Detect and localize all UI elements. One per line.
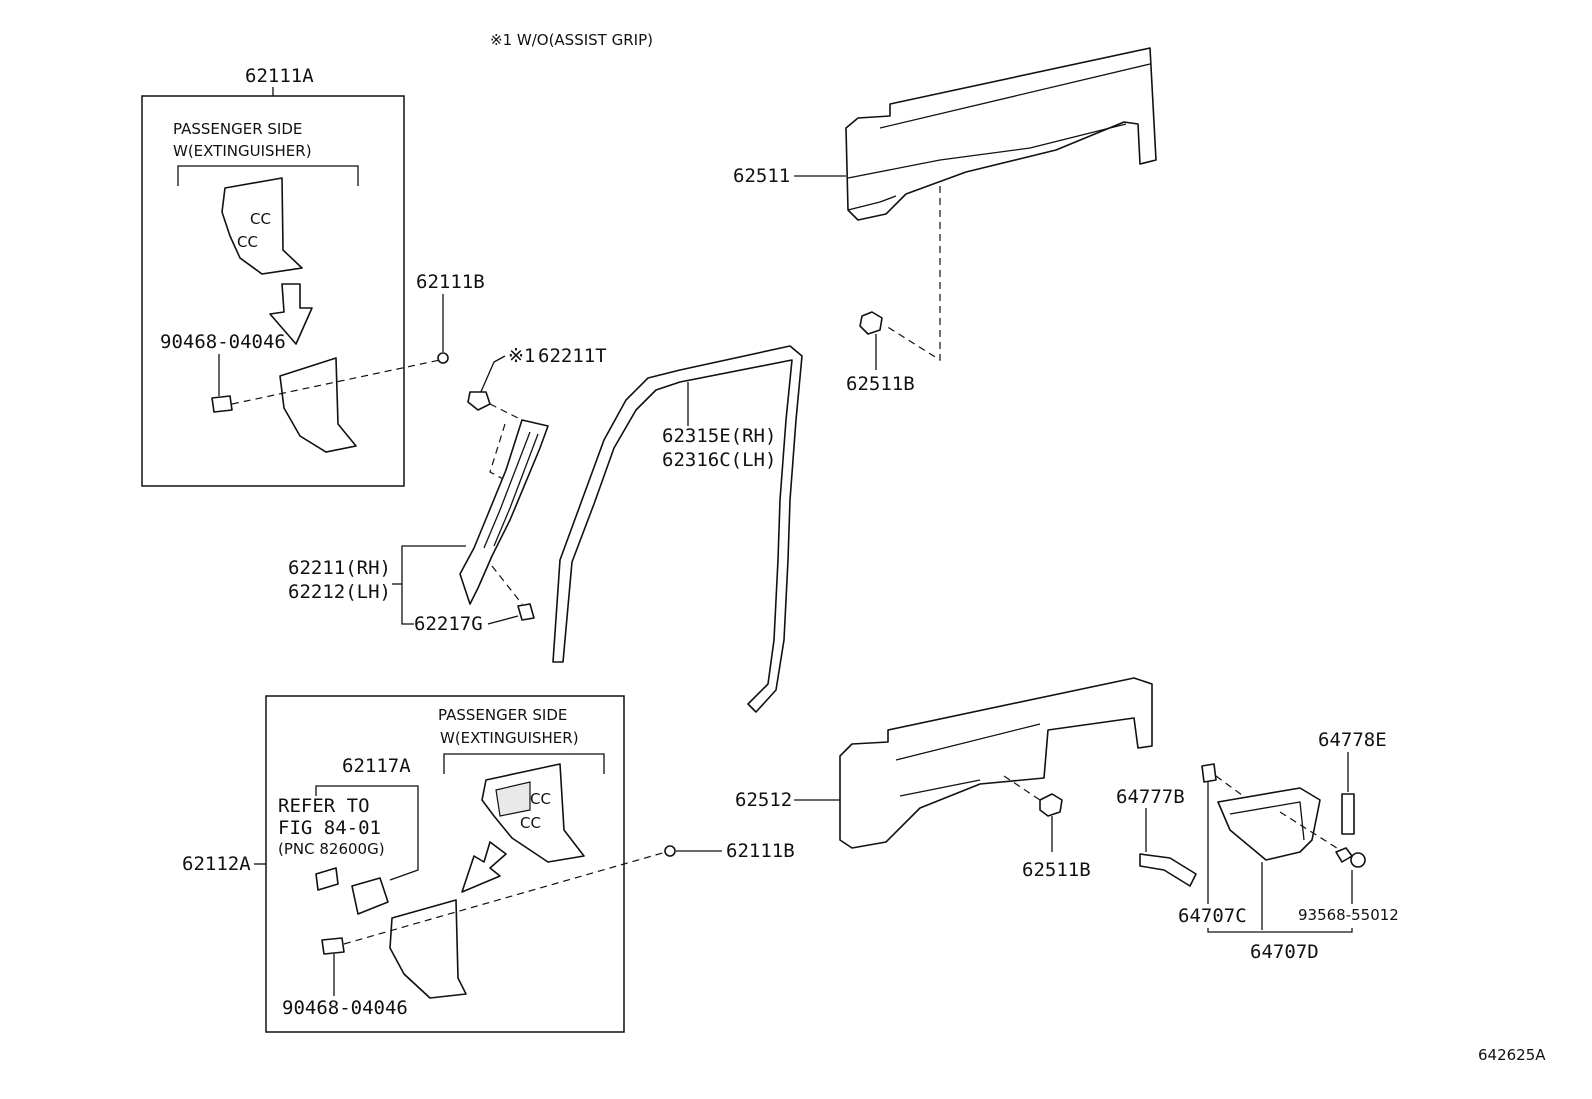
pillar-detail [483,431,531,549]
clip-62511B-bot-icon[interactable] [1039,793,1063,817]
clip-icon[interactable] [211,395,233,413]
bracket-64707D [1207,928,1353,933]
clip-62511B-top-icon[interactable] [859,311,883,335]
panel-62512-line [899,779,981,797]
label-62211T[interactable]: 62211T [538,345,607,367]
kick-panel-edge [403,973,431,999]
arrow-down-left-icon [461,841,507,893]
panel-62511-line [847,123,1127,179]
clip-62211T-icon[interactable] [467,391,491,411]
label-64707D[interactable]: 64707D [1250,941,1319,963]
bracket-passenger-top [177,165,359,186]
label-90468-bot[interactable]: 90468-04046 [282,997,408,1019]
dash-62111B-bot [343,851,667,945]
kick-panel-standard-bot[interactable] [389,899,467,999]
pillar-62211[interactable] [459,419,549,605]
dash-62217G [491,565,523,605]
leader-62211T [479,355,506,395]
label-64777B[interactable]: 64777B [1116,786,1185,808]
strip-64777B[interactable] [1139,853,1197,887]
box-62111A [141,95,405,487]
label-62315E[interactable]: 62315E(RH) [662,425,776,447]
cc-mark: CC [530,790,551,808]
kick-panel-edge [239,257,303,275]
weatherstrip-62315E[interactable] [552,345,803,713]
clip-62217G-icon[interactable] [517,603,535,621]
cc-mark: CC [237,233,258,251]
quarter-panel-62512[interactable] [839,677,1153,849]
clip-62111B-icon[interactable] [437,352,449,364]
pillar-detail [493,433,539,547]
kick-panel-standard-top[interactable] [279,357,357,453]
label-64778E[interactable]: 64778E [1318,729,1387,751]
label-62217G[interactable]: 62217G [414,613,483,635]
step-64707D[interactable] [1217,787,1321,861]
cover-62117A[interactable] [351,877,389,915]
label-62112A[interactable]: 62112A [182,853,251,875]
bracket-62211 [401,545,466,625]
cover-82600G[interactable] [315,867,339,891]
label-62117A[interactable]: 62117A [342,755,411,777]
label-62511B-bot[interactable]: 62511B [1022,859,1091,881]
kick-panel-edge [299,435,357,453]
cc-mark: CC [250,210,271,228]
extinguisher-cutout [495,781,531,817]
label-62212[interactable]: 62212(LH) [288,581,391,603]
dash-62511B-bot [1003,775,1041,801]
dash-62211T [489,403,523,481]
label-refer-to: REFER TO [278,795,370,817]
dash-64707C [1215,775,1247,799]
panel-62512-line [895,723,1041,761]
label-90468-top[interactable]: 90468-04046 [160,331,286,353]
label-64707C[interactable]: 64707C [1178,905,1247,927]
arrow-down-icon [269,283,313,345]
label-62511[interactable]: 62511 [733,165,790,187]
leader-62217G [487,615,519,625]
panel-62511-line [879,63,1151,129]
label-62511B-top[interactable]: 62511B [846,373,915,395]
bracket-62117A [315,785,419,881]
pad-64778E[interactable] [1341,793,1355,835]
clip-64707C-icon[interactable] [1201,763,1217,783]
screw-93568-icon[interactable] [1335,847,1353,863]
washer-93568-icon [1350,852,1366,868]
label-62512[interactable]: 62512 [735,789,792,811]
label-93568[interactable]: 93568-55012 [1298,906,1399,924]
label-extinguisher-bot: W(EXTINGUISHER) [440,729,579,747]
clip-90468-bot-icon[interactable] [321,937,345,955]
bracket-passenger-bot [443,753,605,774]
dash-62511B-top [885,186,941,362]
cc-mark: CC [520,814,541,832]
step-detail [1229,801,1305,841]
clip-62111B-bot-icon[interactable] [664,845,676,857]
note-text: ※1 W/O(ASSIST GRIP) [490,31,653,49]
quarter-panel-62511[interactable] [845,47,1157,221]
diagram-id: 642625A [1478,1046,1546,1064]
panel-62511-line [847,195,897,211]
label-passenger-side-bot: PASSENGER SIDE [438,706,567,724]
label-fig: FIG 84-01 [278,817,381,839]
label-62111A[interactable]: 62111A [245,65,314,87]
label-pnc: (PNC 82600G) [278,840,385,858]
label-62316C[interactable]: 62316C(LH) [662,449,776,471]
label-extinguisher-top: W(EXTINGUISHER) [173,142,312,160]
label-62211[interactable]: 62211(RH) [288,557,391,579]
label-62111B-top[interactable]: 62111B [416,271,485,293]
label-passenger-side-top: PASSENGER SIDE [173,120,302,138]
label-62111B-bot[interactable]: 62111B [726,840,795,862]
label-62211T-mark: ※1 [508,345,535,367]
